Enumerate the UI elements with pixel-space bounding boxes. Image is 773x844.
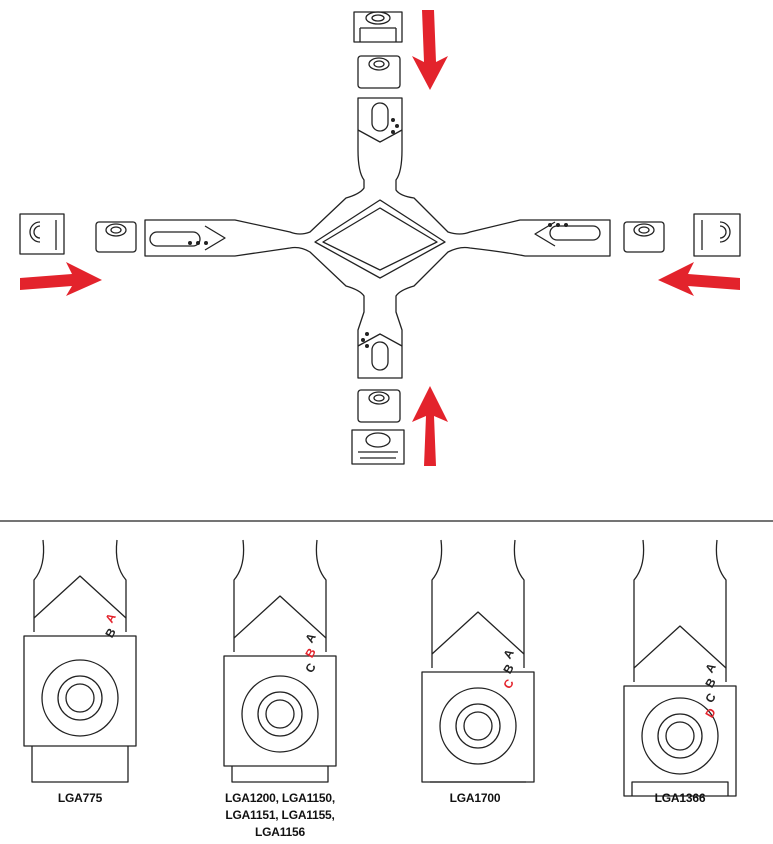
position-letter-selected: D [702,705,719,720]
socket-label-lga775: LGA775 [20,790,140,807]
position-letter: A [500,646,517,661]
position-letter: C [302,660,319,675]
position-letter: A [702,660,719,675]
position-letter-selected: A [102,610,119,625]
socket-label-line: LGA775 [57,791,103,805]
position-panel: ABC [223,539,337,783]
socket-label-lga1200-group: LGA1200, LGA1150, LGA1151, LGA1155, LGA115… [215,790,345,841]
socket-label-line: LGA1151, LGA1155, [225,808,335,822]
clip-top [353,11,403,43]
position-letter: B [500,661,517,676]
clip-right [693,213,741,257]
position-panel: AB [23,539,137,783]
position-letter: B [102,625,119,640]
position-panel: ABC [421,539,535,783]
socket-label-lga1700: LGA1700 [415,790,535,807]
clip-left [19,213,65,255]
nut-left [95,221,137,253]
socket-label-line: LGA1700 [449,791,501,805]
arrow-right-icon [20,262,102,296]
position-letter: B [702,675,719,690]
arrow-down-icon [412,10,448,90]
position-letter-selected: C [500,676,517,691]
socket-label-lga1366: LGA1366 [620,790,740,807]
nut-top [357,55,401,89]
socket-label-line: LGA1200, LGA1150, [225,791,335,805]
socket-label-line: LGA1366 [654,791,706,805]
position-letter-selected: B [302,645,319,660]
mounting-bracket [144,97,611,379]
position-letter: A [302,630,319,645]
clip-bottom [351,429,405,465]
position-letter: C [702,690,719,705]
arrow-up-icon [412,386,448,466]
socket-label-line: LGA1156 [255,825,305,839]
arrow-left-icon [658,262,740,296]
nut-right [623,221,665,253]
nut-bottom [357,389,401,423]
